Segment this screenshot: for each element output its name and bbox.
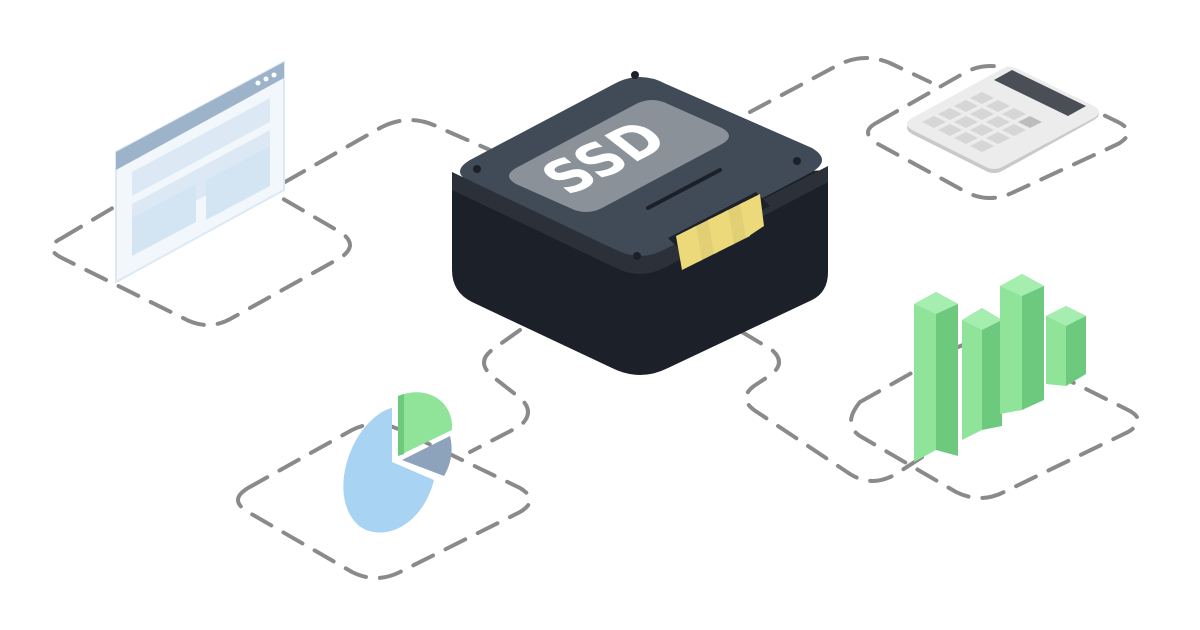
calculator-platform-outline [866, 64, 1130, 200]
browser-platform-outline [50, 159, 352, 327]
calculator-screen [994, 70, 1086, 116]
browser-window-icon [115, 60, 285, 284]
bar-chart-icon [914, 274, 1086, 462]
screw-icon [793, 157, 801, 165]
ssd-label-plate [509, 100, 729, 212]
pie-slice-main [343, 408, 434, 533]
path-ssd-to-pie [468, 328, 530, 454]
pie-slice-slate [402, 436, 452, 476]
calculator-icon [907, 67, 1099, 173]
screw-icon [633, 252, 641, 260]
pie-slice-green [398, 392, 453, 456]
path-ssd-to-calculator [748, 56, 932, 114]
path-browser-to-ssd [283, 118, 492, 184]
path-ssd-to-bars [740, 330, 932, 483]
screw-icon [473, 165, 481, 173]
ssd-icon: SSD [452, 71, 828, 375]
screw-icon [631, 71, 639, 79]
ssd-connector [668, 192, 770, 270]
pie-chart-icon [343, 392, 453, 533]
